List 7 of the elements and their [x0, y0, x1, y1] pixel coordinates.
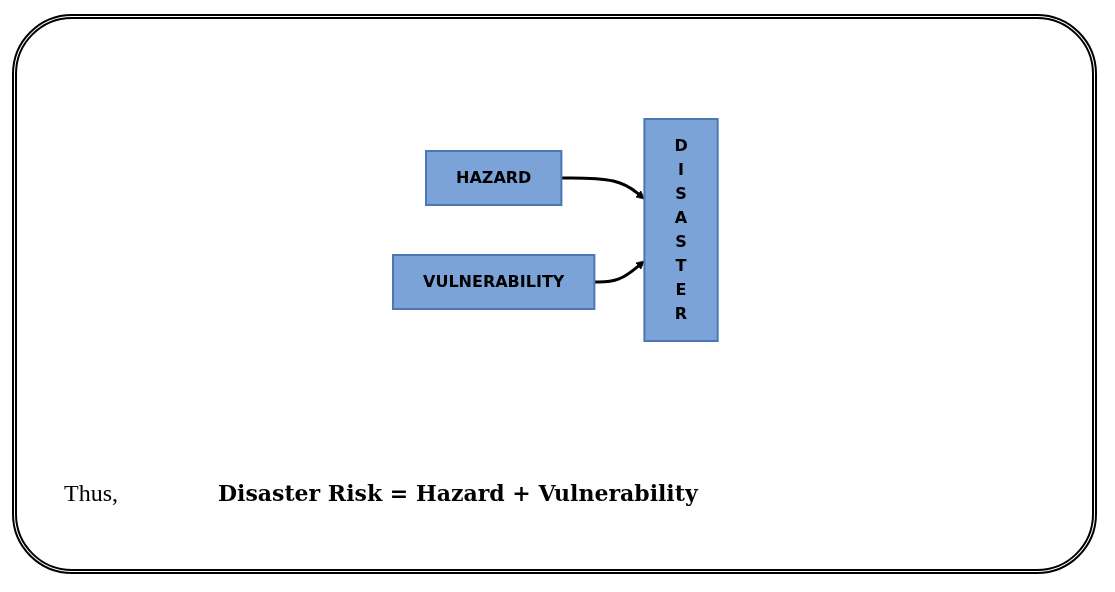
formula-text: Disaster Risk = Hazard + Vulnerability: [218, 480, 698, 507]
node-box: HAZARD: [424, 150, 563, 206]
node-box: D I S A S T E R: [643, 118, 719, 342]
node-box: VULNERABILITY: [391, 254, 596, 310]
arrow: [594, 260, 645, 284]
arrow: [561, 176, 645, 200]
note-text: Thus,: [64, 480, 118, 507]
